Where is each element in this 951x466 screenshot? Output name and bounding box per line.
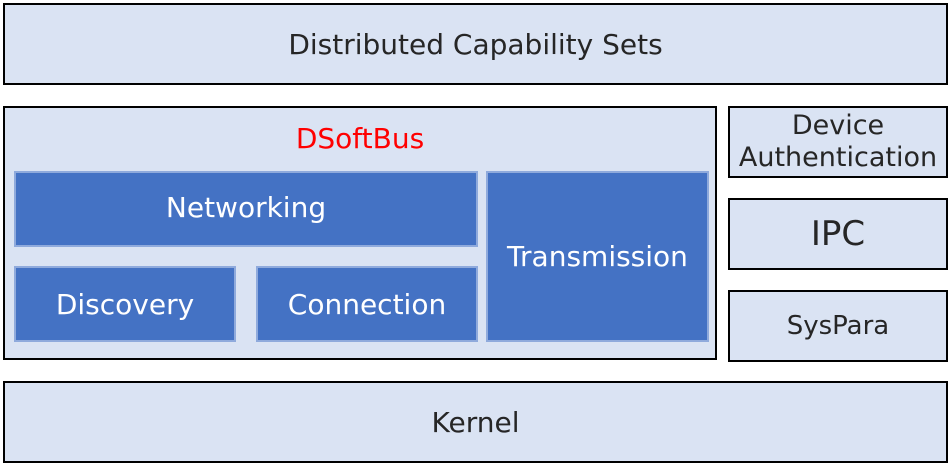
device-authentication-module: Device Authentication xyxy=(728,106,948,178)
transmission-module: Transmission xyxy=(486,171,709,342)
ipc-module: IPC xyxy=(728,198,948,270)
syspara-module: SysPara xyxy=(728,290,948,362)
distributed-capability-sets-label: Distributed Capability Sets xyxy=(288,27,663,61)
discovery-label: Discovery xyxy=(55,287,195,321)
ipc-label: IPC xyxy=(810,214,866,254)
transmission-label: Transmission xyxy=(507,240,688,273)
networking-label: Networking xyxy=(165,190,327,224)
connection-label: Connection xyxy=(287,287,447,321)
syspara-label: SysPara xyxy=(786,311,890,341)
discovery-module: Discovery xyxy=(14,266,236,342)
connection-module: Connection xyxy=(256,266,478,342)
distributed-capability-sets-layer: Distributed Capability Sets xyxy=(3,3,948,85)
networking-module: Networking xyxy=(14,171,478,247)
device-authentication-label-line1: Device xyxy=(791,109,885,141)
kernel-label: Kernel xyxy=(431,405,520,439)
device-authentication-label-line2: Authentication xyxy=(738,142,938,173)
kernel-layer: Kernel xyxy=(3,381,948,463)
dsoftbus-title: DSoftBus xyxy=(295,122,425,155)
